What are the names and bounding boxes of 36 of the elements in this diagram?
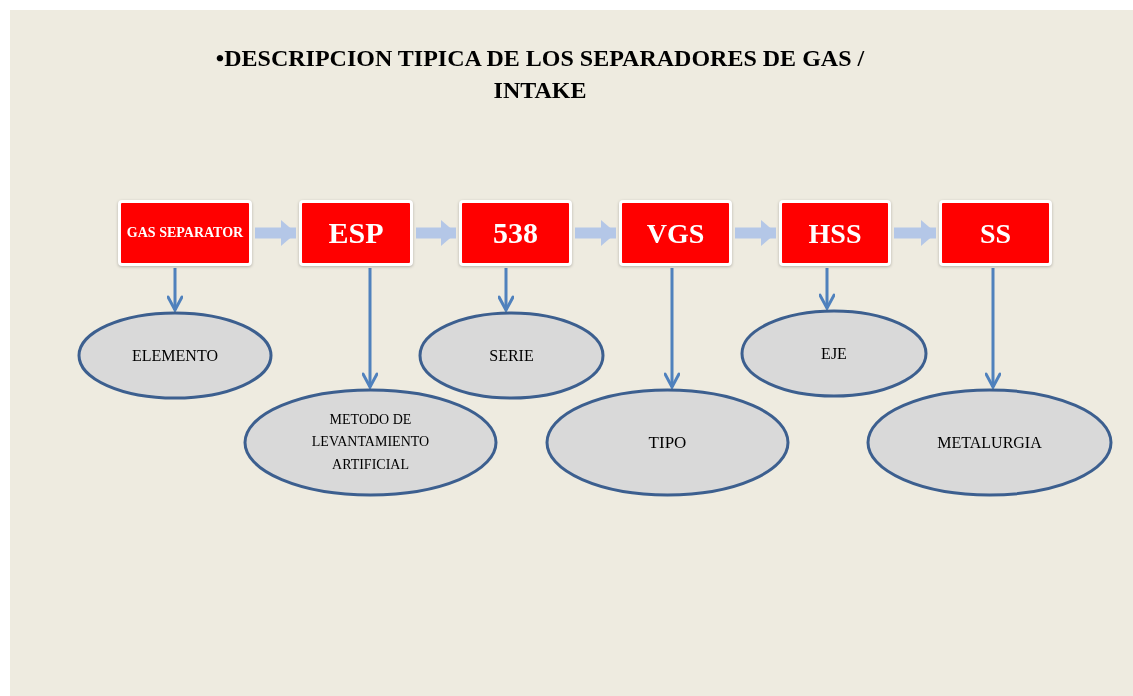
oval-label: METALURGIA bbox=[936, 432, 1043, 453]
oval-node bbox=[740, 309, 928, 398]
block-arrow bbox=[575, 220, 616, 246]
box-label: GAS SEPARATOR bbox=[126, 224, 244, 242]
arrow bbox=[984, 268, 1002, 389]
block-arrow bbox=[255, 220, 296, 246]
box-label: 538 bbox=[493, 215, 538, 252]
oval-label: TIPO bbox=[647, 431, 688, 454]
arrow bbox=[818, 268, 836, 310]
process-box bbox=[459, 200, 572, 266]
process-box bbox=[118, 200, 252, 266]
oval-label: ELEMENTO bbox=[131, 345, 219, 366]
oval-label: EJE bbox=[820, 343, 848, 364]
oval-node bbox=[866, 388, 1113, 497]
box-label: VGS bbox=[646, 216, 705, 251]
arrow bbox=[166, 268, 184, 312]
arrow bbox=[663, 268, 681, 389]
process-box bbox=[299, 200, 413, 266]
block-arrow bbox=[735, 220, 776, 246]
block-arrow bbox=[416, 220, 456, 246]
title: •DESCRIPCION TIPICA DE LOS SEPARADORES DE GAS / INTAKE bbox=[214, 44, 866, 105]
process-box bbox=[779, 200, 891, 266]
box-label: ESP bbox=[328, 215, 384, 252]
arrow bbox=[497, 268, 515, 312]
oval-node bbox=[545, 388, 790, 497]
process-box bbox=[619, 200, 732, 266]
oval-node bbox=[243, 388, 498, 497]
oval-node bbox=[77, 311, 273, 400]
oval-label: METODO DE LEVANTAMIENTO ARTIFICIAL bbox=[310, 410, 431, 474]
oval-node bbox=[418, 311, 605, 400]
block-arrow bbox=[894, 220, 936, 246]
arrow bbox=[361, 268, 379, 389]
box-label: SS bbox=[979, 216, 1012, 251]
process-box bbox=[939, 200, 1052, 266]
box-label: HSS bbox=[808, 216, 862, 251]
oval-label: SERIE bbox=[488, 345, 535, 366]
